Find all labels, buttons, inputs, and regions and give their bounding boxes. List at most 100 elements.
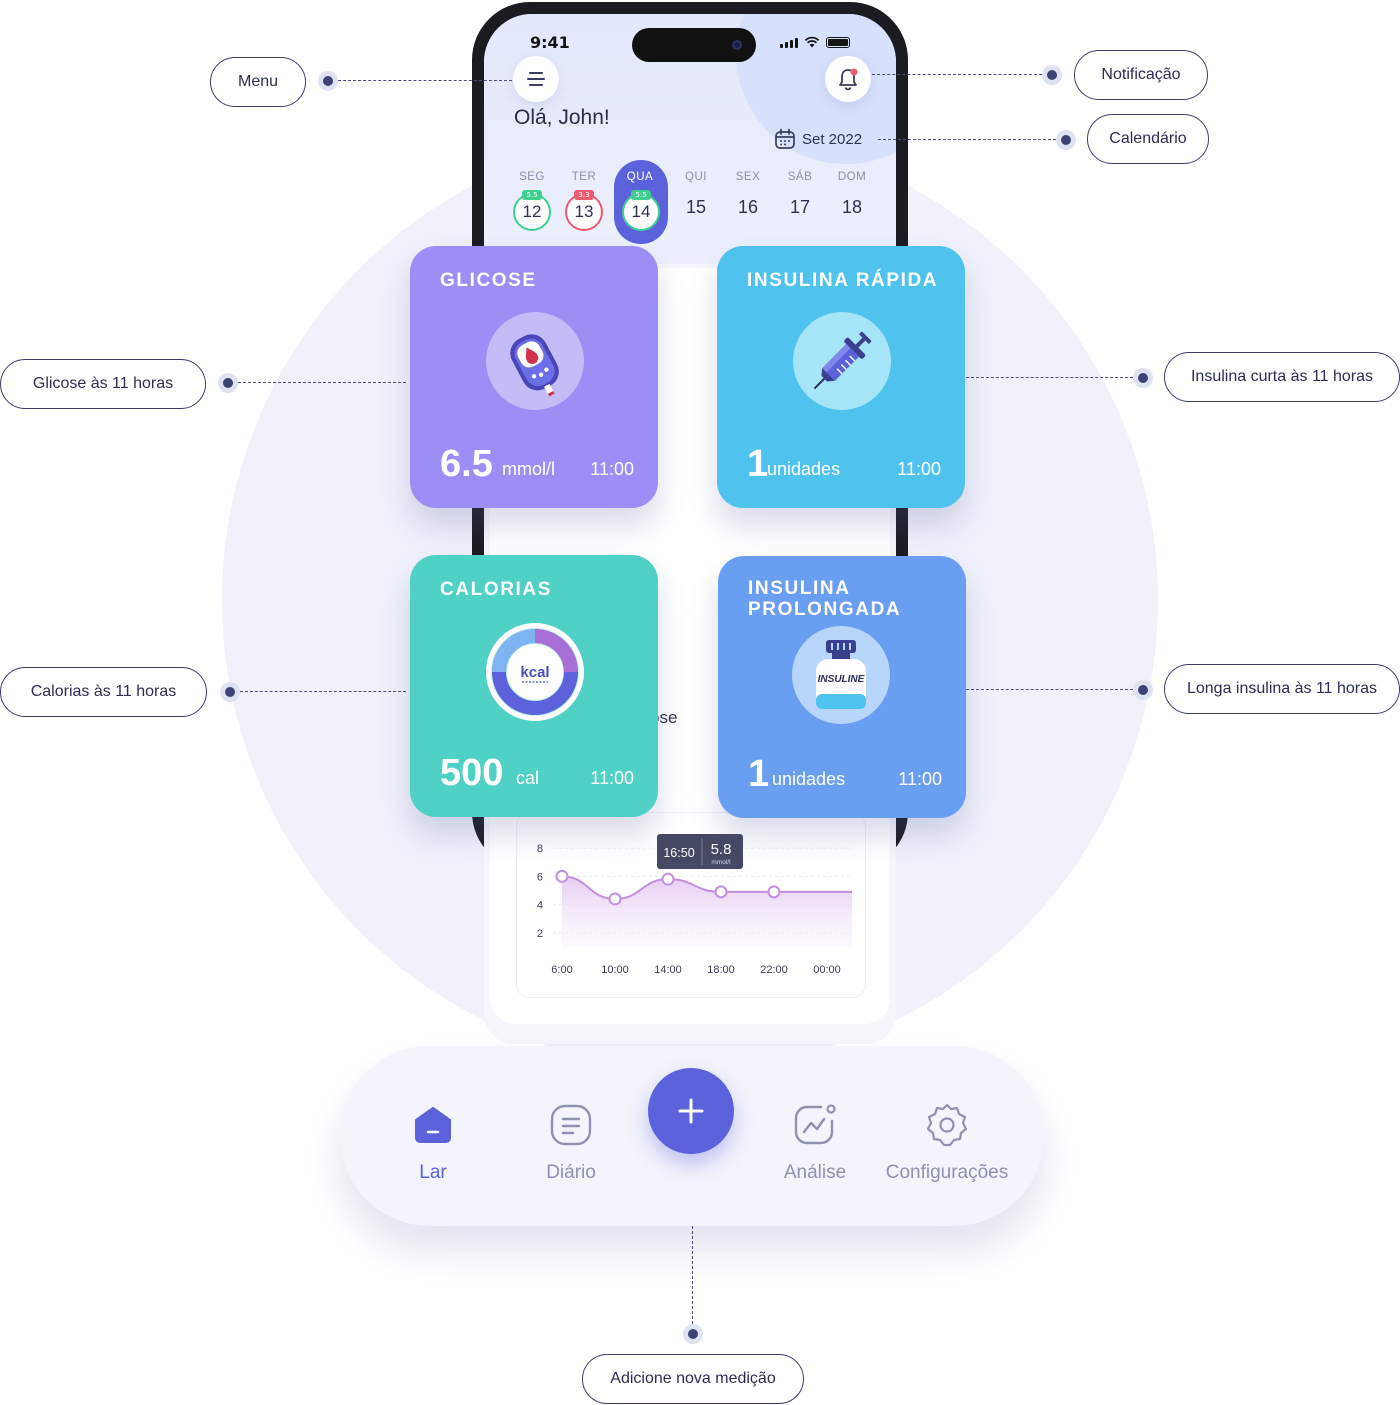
y-tick-label: 8 <box>537 843 543 855</box>
tab-home-label: Lar <box>419 1162 447 1183</box>
glucose-unit: mmol/l <box>502 459 555 479</box>
long-insulin-card[interactable]: INSULINA PROLONGADA INSULINE 1 unidades … <box>718 556 966 818</box>
status-icons <box>780 36 850 48</box>
connector-line <box>878 139 1056 140</box>
fast-insulin-value: 1 <box>747 443 769 485</box>
callout-notification: Notificação <box>1074 50 1208 100</box>
status-time: 9:41 <box>530 33 570 52</box>
day-sat[interactable]: SÁB 17 <box>774 160 826 244</box>
connector-line <box>692 1226 693 1324</box>
tab-diary-label: Diário <box>546 1162 596 1183</box>
calendar-month-button[interactable]: Set 2022 <box>774 128 862 150</box>
long-insulin-value: 1 <box>748 753 770 795</box>
wifi-icon <box>804 36 820 48</box>
glucose-time: 11:00 <box>590 459 634 479</box>
day-date: 17 <box>789 197 811 217</box>
tooltip-unit: mmol/l <box>711 859 731 866</box>
day-thu[interactable]: QUI 15 <box>670 160 722 244</box>
connector-line <box>966 377 1133 378</box>
connector-line <box>240 691 406 692</box>
day-mon[interactable]: SEG 12 5.5 <box>506 160 558 244</box>
data-point[interactable] <box>608 892 622 906</box>
fast-insulin-card[interactable]: INSULINA RÁPIDA 1 unidades 11:00 <box>717 246 965 508</box>
tab-home[interactable]: Lar <box>388 1102 478 1184</box>
callout-dot <box>1133 680 1153 700</box>
callout-dot <box>218 373 238 393</box>
day-date: 18 <box>841 197 863 217</box>
battery-icon <box>826 37 850 48</box>
fast-insulin-unit: unidades <box>767 459 841 479</box>
day-tue[interactable]: TER 13 3.3 <box>558 160 610 244</box>
data-point[interactable] <box>767 885 781 899</box>
glucose-value: 6.5 <box>440 443 493 485</box>
calendar-month-label: Set 2022 <box>802 130 863 148</box>
data-point[interactable] <box>714 885 728 899</box>
series-points <box>555 869 781 906</box>
menu-icon <box>527 72 545 86</box>
calories-unit: cal <box>516 768 540 788</box>
week-strip: SEG 12 5.5 TER 13 3.3 QUA 14 5.5 QUI 15 … <box>506 160 886 244</box>
y-tick-label: 2 <box>537 928 543 940</box>
callout-dot <box>1133 368 1153 388</box>
glucose-badge: 5.5 <box>631 190 651 200</box>
card-title: GLICOSE <box>440 270 537 291</box>
signal-icon <box>780 38 798 48</box>
calories-card[interactable]: CALORIAS kcal 500 cal 11:00 <box>410 555 658 817</box>
menu-button[interactable] <box>513 56 559 102</box>
long-insulin-unit: unidades <box>772 769 846 789</box>
card-title: INSULINA PROLONGADA <box>748 578 902 620</box>
day-date: 16 <box>737 197 759 217</box>
data-point[interactable] <box>555 869 569 883</box>
x-tick-label: 14:00 <box>654 964 682 976</box>
series-area <box>562 876 852 947</box>
callout-add-measurement: Adicione nova medição <box>582 1354 804 1404</box>
fast-insulin-time: 11:00 <box>897 459 941 479</box>
calories-time: 11:00 <box>590 768 634 788</box>
glucose-card[interactable]: GLICOSE 6.5 mmol/l 11:00 <box>410 246 658 508</box>
data-point[interactable] <box>661 872 675 886</box>
greeting: Olá, John! <box>514 106 610 129</box>
connector-line <box>238 382 406 383</box>
notification-button[interactable] <box>825 56 871 102</box>
card-title: INSULINA RÁPIDA <box>747 270 939 291</box>
x-tick-label: 00:00 <box>813 964 841 976</box>
connector-line <box>338 80 512 81</box>
callout-dot <box>318 71 338 91</box>
x-tick-label: 10:00 <box>601 964 629 976</box>
callout-dot <box>683 1324 703 1344</box>
callout-long-insulin: Longa insulina às 11 horas <box>1164 664 1400 714</box>
tab-analysis[interactable]: Análise <box>770 1102 860 1184</box>
calories-value: 500 <box>440 752 504 794</box>
tab-settings-label: Configurações <box>885 1162 1009 1183</box>
tooltip-value: 5.8 <box>711 841 732 858</box>
callout-glucose: Glicose às 11 horas <box>0 359 206 409</box>
day-sun[interactable]: DOM 18 <box>826 160 878 244</box>
day-fri[interactable]: SEX 16 <box>722 160 774 244</box>
glucose-badge: 3.3 <box>574 190 594 200</box>
vial-label: INSULINE <box>818 674 865 685</box>
home-icon <box>410 1102 456 1148</box>
day-wed-selected[interactable]: QUA 14 5.5 <box>614 160 668 244</box>
add-measurement-button[interactable] <box>648 1068 734 1154</box>
connector-line <box>872 74 1042 75</box>
notification-dot <box>850 68 858 76</box>
callout-calories: Calorias às 11 horas <box>0 667 207 717</box>
analysis-icon <box>792 1102 838 1148</box>
insulin-vial-icon: INSULINE <box>792 626 890 724</box>
diary-icon <box>548 1102 594 1148</box>
long-insulin-time: 11:00 <box>898 769 942 789</box>
syringe-icon <box>793 312 891 410</box>
y-tick-label: 6 <box>537 871 543 883</box>
tab-diary[interactable]: Diário <box>526 1102 616 1184</box>
dynamic-island <box>632 28 756 62</box>
kcal-label: kcal <box>520 664 549 681</box>
kcal-donut-icon: kcal <box>486 623 584 721</box>
tooltip-time: 16:50 <box>663 846 694 860</box>
bell-icon <box>839 68 858 91</box>
tab-settings[interactable]: Configurações <box>874 1102 1020 1184</box>
calendar-icon <box>775 128 795 149</box>
